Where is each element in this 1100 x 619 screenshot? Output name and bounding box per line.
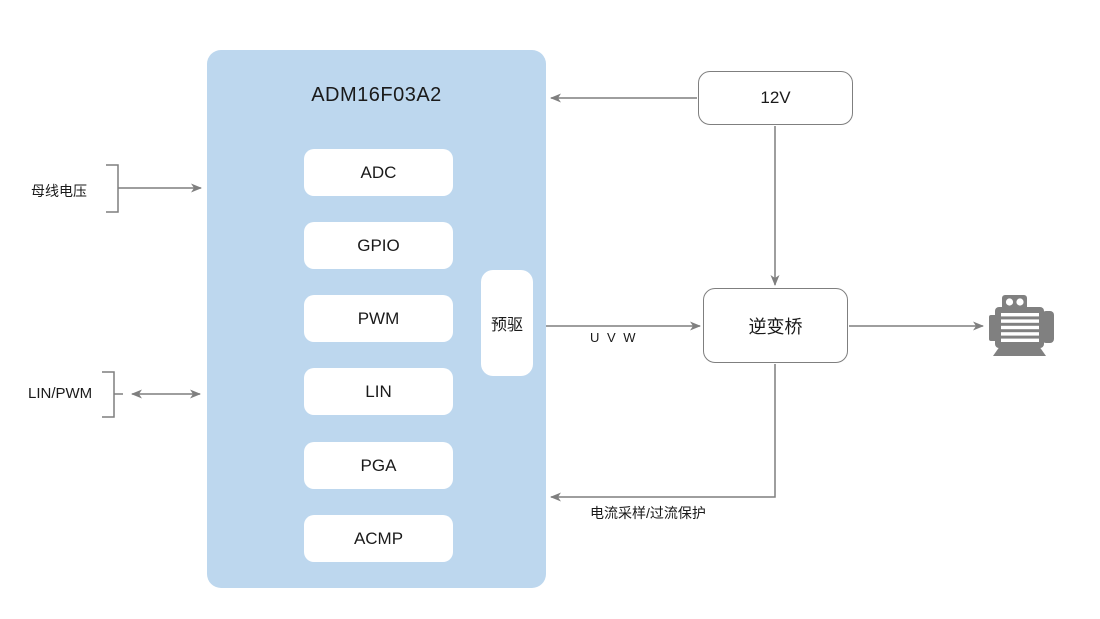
bus-voltage-bracket — [106, 164, 119, 213]
motor-icon — [989, 295, 1054, 356]
current-sense-feedback-line — [550, 364, 776, 502]
module-box-gpio: GPIO — [304, 222, 453, 269]
module-box-lin: LIN — [304, 368, 453, 415]
module-box-pwm: PWM — [304, 295, 453, 342]
power-12v-box: 12V — [698, 71, 853, 125]
inverter-bridge-box: 逆变桥 — [703, 288, 848, 363]
predriver-box: 预驱 — [481, 270, 533, 376]
mcu-title: ADM16F03A2 — [311, 84, 442, 106]
module-box-pga: PGA — [304, 442, 453, 489]
bus-voltage-label: 母线电压 — [31, 183, 87, 199]
module-box-acmp: ACMP — [304, 515, 453, 562]
uvw-label: U V W — [590, 330, 638, 345]
lin-pwm-label: LIN/PWM — [28, 385, 93, 402]
lin-pwm-bracket — [102, 371, 115, 418]
module-box-adc: ADC — [304, 149, 453, 196]
current-sense-label: 电流采样/过流保护 — [590, 505, 706, 521]
mcu-block: ADM16F03A2 ADC GPIO PWM LIN PGA ACMP — [207, 50, 546, 588]
